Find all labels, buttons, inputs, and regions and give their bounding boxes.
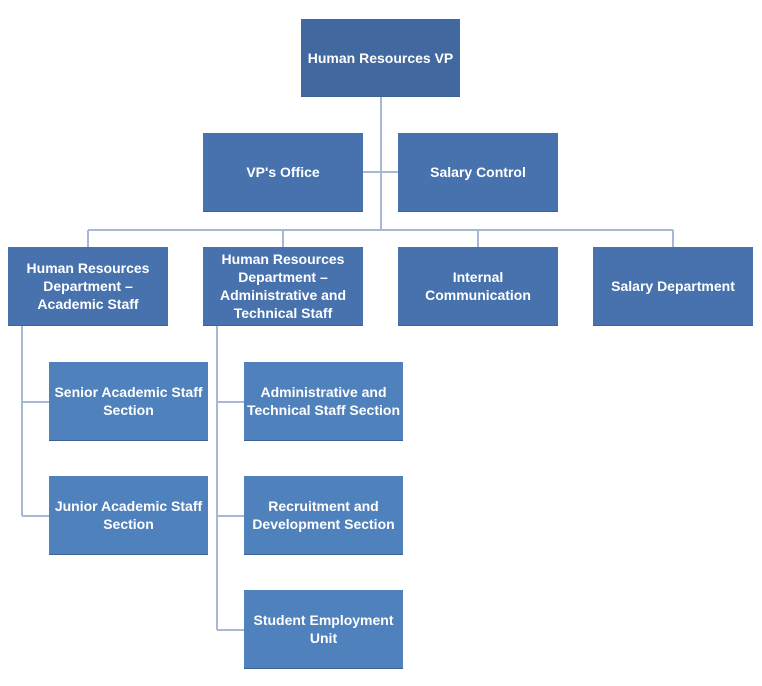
node-vps-office: VP's Office xyxy=(203,133,363,212)
node-salary-department: Salary Department xyxy=(593,247,753,326)
node-label: Student Employment Unit xyxy=(253,612,394,646)
node-recruitment-development-section: Recruitment and Development Section xyxy=(244,476,403,555)
node-label: Human Resources Department – Academic St… xyxy=(26,260,150,312)
node-label: Administrative and Technical Staff Secti… xyxy=(247,384,400,418)
node-admin-technical-staff-section: Administrative and Technical Staff Secti… xyxy=(244,362,403,441)
node-hr-department-admin-technical: Human Resources Department – Administrat… xyxy=(203,247,363,326)
node-label: Recruitment and Development Section xyxy=(252,498,395,532)
node-label: Senior Academic Staff Section xyxy=(54,384,203,418)
node-student-employment-unit: Student Employment Unit xyxy=(244,590,403,669)
node-label: Human Resources Department – Administrat… xyxy=(219,251,347,321)
node-label: Salary Department xyxy=(611,278,735,294)
node-label: VP's Office xyxy=(246,164,320,180)
node-label: Salary Control xyxy=(430,164,526,180)
node-label: Human Resources VP xyxy=(307,49,454,66)
node-label: Internal Communication xyxy=(425,269,531,303)
node-label: Junior Academic Staff Section xyxy=(54,498,203,532)
node-salary-control: Salary Control xyxy=(398,133,558,212)
node-senior-academic-staff-section: Senior Academic Staff Section xyxy=(49,362,208,441)
node-junior-academic-staff-section: Junior Academic Staff Section xyxy=(49,476,208,555)
node-internal-communication: Internal Communication xyxy=(398,247,558,326)
node-human-resources-vp: Human Resources VP xyxy=(301,19,460,97)
node-hr-department-academic: Human Resources Department – Academic St… xyxy=(8,247,168,326)
